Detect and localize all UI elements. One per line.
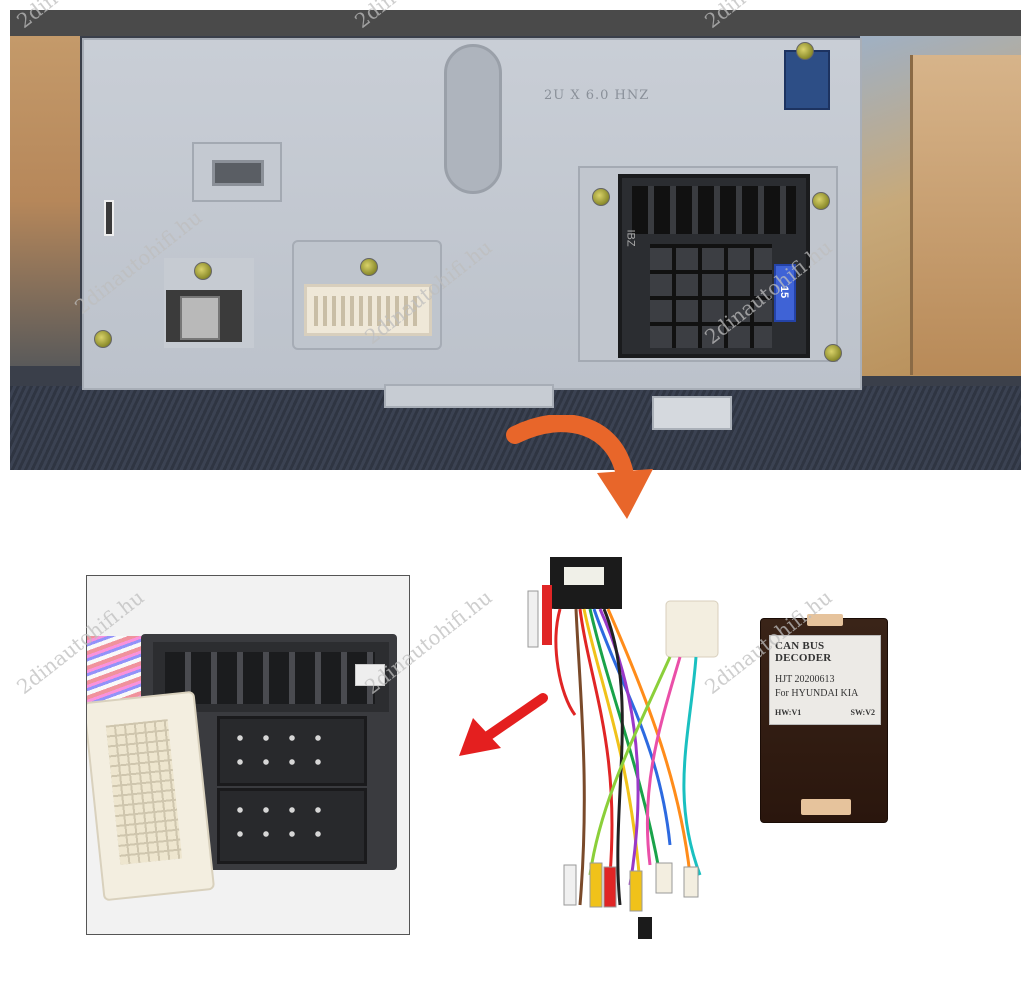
head-unit-back-photo: 2U X 6.0 HNZ 15 IBZ — [10, 10, 1021, 470]
photo-top-band — [10, 10, 1021, 36]
usb-port — [212, 160, 264, 186]
chassis-bottom-plate — [384, 384, 554, 408]
can-bus-decoder: CAN BUS DECODER HJT 20200613 For HYUNDAI… — [760, 614, 888, 823]
decoder-title: CAN BUS DECODER — [775, 640, 832, 664]
head-unit-chassis: 2U X 6.0 HNZ 15 IBZ — [82, 38, 862, 430]
iso-connector-top-row — [632, 186, 796, 234]
connector-closeup-photo — [86, 575, 410, 935]
screw-icon — [824, 344, 842, 362]
screw-icon — [194, 262, 212, 280]
rca-white — [527, 590, 539, 648]
side-slot — [104, 200, 114, 236]
iso-plug-pins — [227, 726, 331, 776]
screw-icon — [592, 188, 610, 206]
decoder-code: HJT 20200613 — [775, 674, 835, 685]
background-left — [10, 36, 80, 366]
antenna-connector — [784, 50, 830, 110]
wiring-harness — [527, 557, 719, 939]
iso-plug-pins — [227, 798, 331, 854]
background-shelf — [910, 55, 1021, 375]
decoder-connector-top — [807, 614, 843, 626]
screw-icon — [796, 42, 814, 60]
chassis-engraving: 2U X 6.0 HNZ — [544, 88, 650, 103]
chassis-feet — [652, 396, 732, 430]
iso-plug-top-cells — [165, 652, 375, 704]
aux-plug-socket — [180, 296, 220, 340]
harness-plug-label — [564, 567, 604, 585]
screw-icon — [360, 258, 378, 276]
decoder-connector-bottom — [801, 799, 851, 815]
blue-fuse — [774, 264, 796, 322]
harness-white-plug — [665, 600, 719, 658]
decoder-hw-version: HW:V1 — [775, 708, 802, 717]
curved-arrow-icon — [506, 415, 653, 519]
white-connector-pins — [314, 296, 422, 326]
iso-connector-pins — [650, 244, 772, 348]
decoder-sw-version: SW:V2 — [850, 708, 875, 717]
screw-icon — [812, 192, 830, 210]
harness-wires — [545, 608, 702, 906]
decoder-label: CAN BUS DECODER HJT 20200613 For HYUNDAI… — [769, 635, 881, 725]
chassis-oval-slot — [444, 44, 502, 194]
rca-plugs — [563, 862, 699, 939]
arrow-left-icon — [459, 693, 548, 756]
decoder-model: For HYUNDAI KIA — [775, 688, 859, 699]
screw-icon — [94, 330, 112, 348]
iso-label: IBZ — [624, 229, 637, 247]
rca-red — [542, 585, 552, 645]
plug-latch — [355, 664, 385, 686]
